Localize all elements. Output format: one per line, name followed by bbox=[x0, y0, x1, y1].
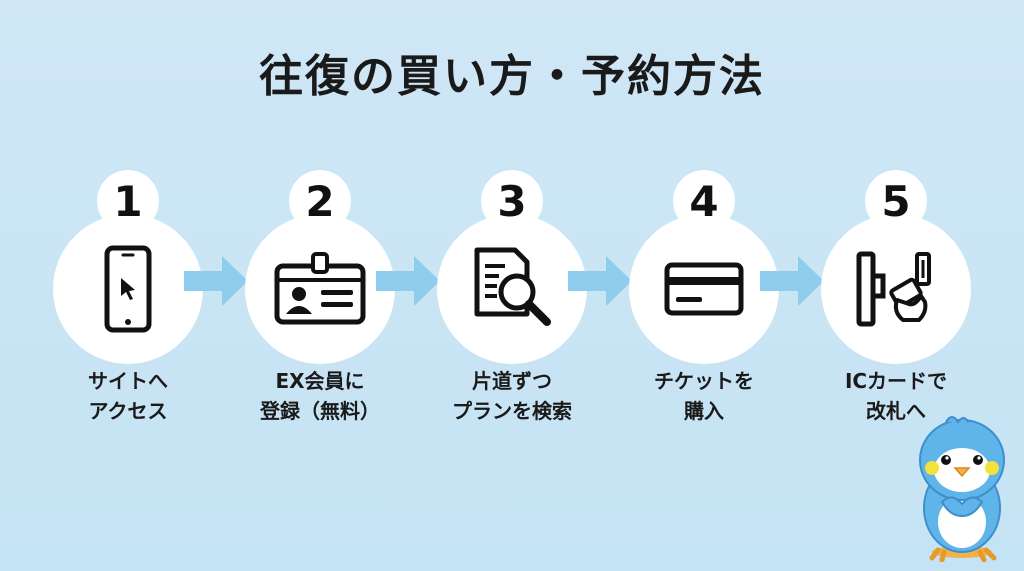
step-icon-circle bbox=[629, 214, 779, 364]
step-number: 3 bbox=[481, 170, 543, 232]
step-label-line2: プランを検索 bbox=[452, 399, 572, 423]
smartphone-icon bbox=[104, 245, 152, 333]
step-icon-circle bbox=[821, 214, 971, 364]
arrow-right-icon bbox=[184, 256, 248, 306]
step-label-line2: 購入 bbox=[684, 399, 724, 423]
step-number: 4 bbox=[673, 170, 735, 232]
step-label: サイトへ アクセス bbox=[33, 366, 223, 426]
step-label-line2: アクセス bbox=[88, 399, 168, 423]
step-label: EX会員に 登録（無料） bbox=[225, 366, 415, 426]
step-number: 5 bbox=[865, 170, 927, 232]
arrow-right-icon bbox=[568, 256, 632, 306]
step-label-line1: ICカードで bbox=[844, 369, 948, 393]
page-title: 往復の買い方・予約方法 bbox=[259, 51, 765, 102]
step-number: 2 bbox=[289, 170, 351, 232]
credit-card-icon bbox=[664, 262, 744, 316]
arrow-right-icon bbox=[760, 256, 824, 306]
step-icon-circle bbox=[245, 214, 395, 364]
step-label-line2: 改札へ bbox=[866, 399, 926, 423]
step-label: チケットを 購入 bbox=[609, 366, 799, 426]
document-search-icon bbox=[474, 247, 551, 326]
step-label-line1: チケットを bbox=[654, 369, 754, 393]
step-icon-circle bbox=[53, 214, 203, 364]
step-label-line1: サイトへ bbox=[88, 369, 168, 393]
step-label: 片道ずつ プランを検索 bbox=[417, 366, 607, 426]
step-label-line2: 登録（無料） bbox=[260, 399, 380, 423]
step-number: 1 bbox=[97, 170, 159, 232]
id-card-icon bbox=[274, 252, 366, 325]
step-label: ICカードで 改札へ bbox=[801, 366, 991, 426]
step-label-line1: EX会員に bbox=[275, 369, 365, 393]
step-label-line1: 片道ずつ bbox=[472, 369, 552, 393]
arrow-right-icon bbox=[376, 256, 440, 306]
bird-mascot-icon bbox=[919, 416, 1005, 562]
step-icon-circle bbox=[437, 214, 587, 364]
ticket-gate-icon bbox=[856, 251, 931, 327]
